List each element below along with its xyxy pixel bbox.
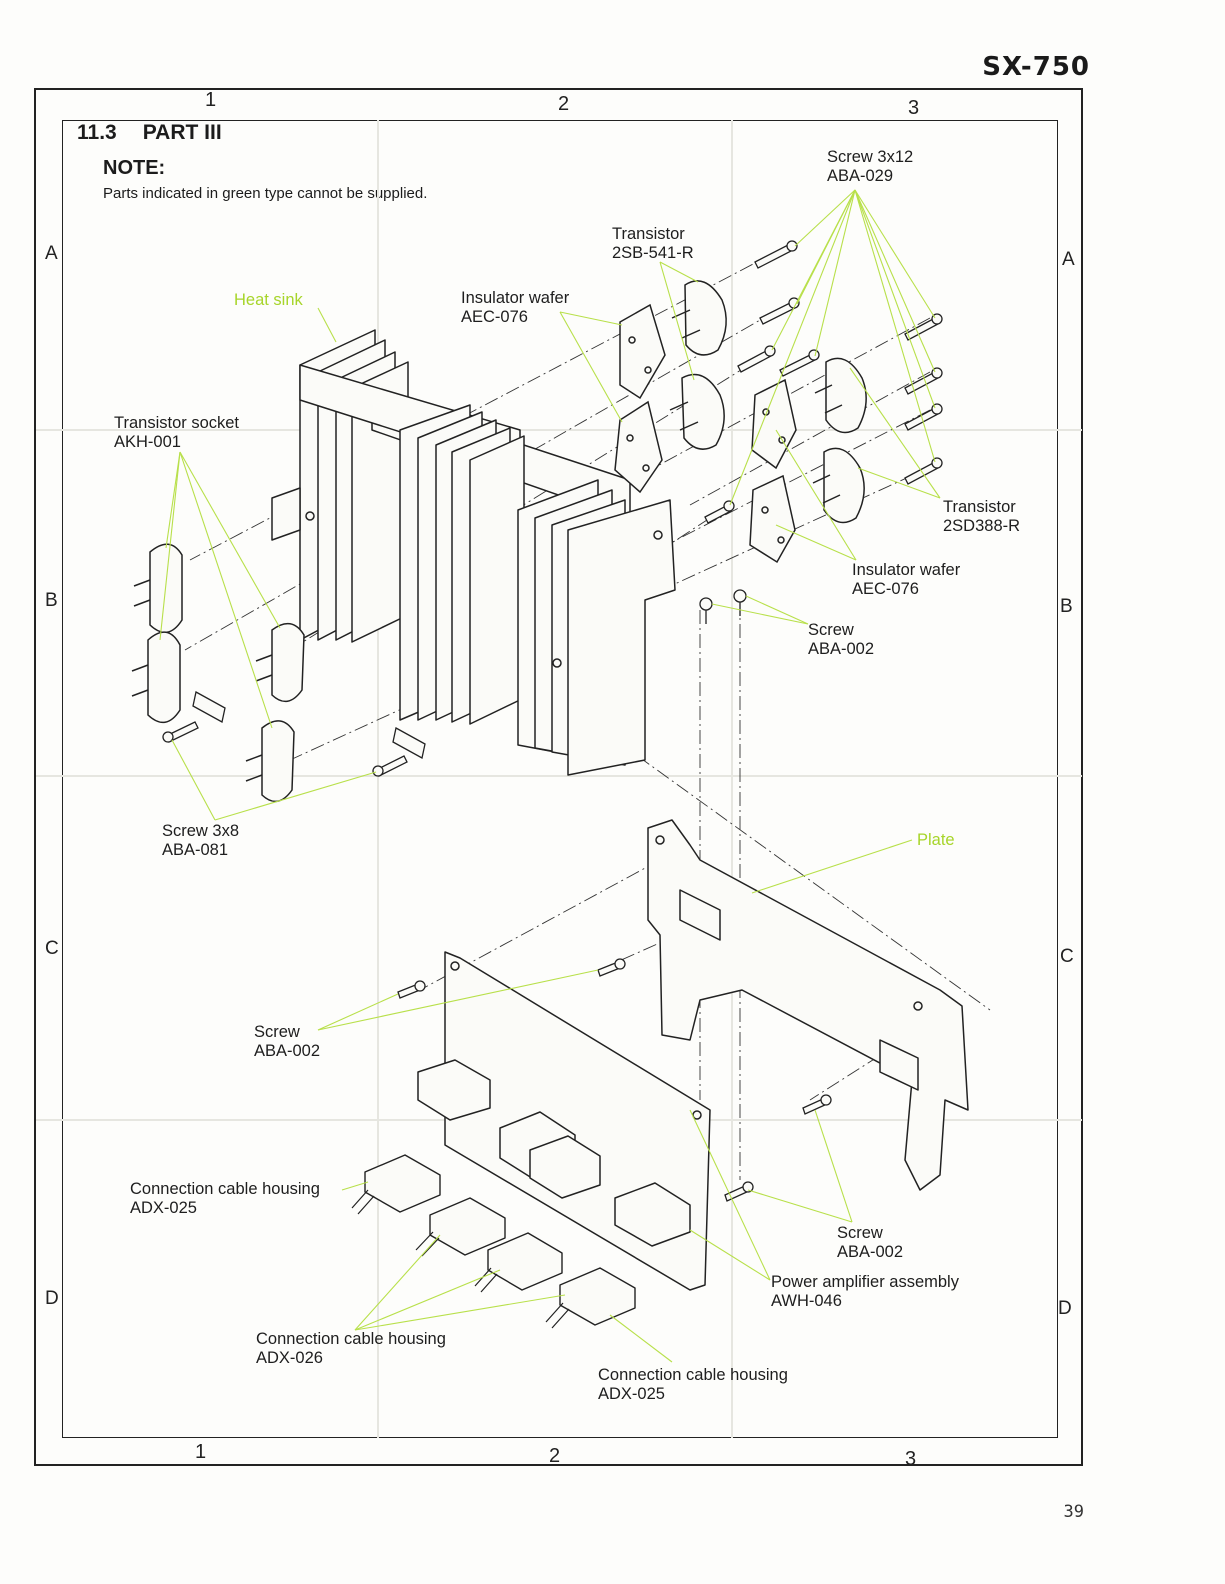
grid-col-top-2: 2 — [558, 93, 570, 115]
label-transistor-2sb: Transistor 2SB-541-R — [612, 225, 694, 263]
label-cable-housing-026-part: ADX-026 — [256, 1349, 323, 1367]
label-transistor-2sd-name: Transistor — [943, 498, 1016, 516]
inner-frame — [62, 120, 1058, 1438]
plate — [647, 819, 969, 1191]
label-screw-b: Screw ABA-002 — [808, 621, 874, 659]
grid-row-left-b: B — [45, 590, 58, 611]
label-transistor-2sd-part: 2SD388-R — [943, 517, 1021, 535]
label-screw-3x8-name: Screw 3x8 — [162, 822, 240, 840]
label-transistor-2sb-name: Transistor — [612, 225, 685, 243]
label-screw-b-part: ABA-002 — [808, 640, 875, 658]
socket-connectors — [162, 691, 426, 777]
label-cable-housing-026-name: Connection cable housing — [256, 1330, 446, 1348]
label-cable-housing-026: Connection cable housing ADX-026 — [256, 1330, 446, 1368]
label-insulator-top-part: AEC-076 — [461, 308, 528, 326]
cable-wires — [351, 1189, 570, 1329]
label-screw-3x12-part: ABA-029 — [827, 167, 894, 185]
screws-aba-002-b — [699, 589, 747, 624]
grid-col-bottom-2: 2 — [549, 1445, 561, 1467]
cable-housings — [364, 1154, 636, 1326]
label-transistor-2sd: Transistor 2SD388-R — [943, 498, 1020, 536]
label-insulator-bottom-part: AEC-076 — [852, 580, 919, 598]
label-screw-3x12: Screw 3x12 ABA-029 — [827, 148, 913, 186]
label-power-amp-part: AWH-046 — [771, 1292, 842, 1310]
grid-row-left-c: C — [45, 938, 59, 959]
label-screw-c-name: Screw — [254, 1023, 300, 1041]
label-screw-c-part: ABA-002 — [254, 1042, 321, 1060]
label-screw-b-name: Screw — [808, 621, 854, 639]
grid-row-right-b: B — [1060, 596, 1073, 617]
label-screw-d-name: Screw — [837, 1224, 883, 1242]
label-screw-3x8-part: ABA-081 — [162, 841, 229, 859]
transistor-sockets — [131, 543, 305, 803]
grid-row-right-d: D — [1058, 1298, 1072, 1319]
grid-row-right-c: C — [1060, 946, 1074, 967]
page-number: 39 — [1063, 1502, 1084, 1522]
note-label: NOTE: — [103, 157, 166, 179]
label-cable-housing-025-left-part: ADX-025 — [130, 1199, 197, 1217]
power-amplifier-board — [417, 951, 711, 1291]
label-transistor-socket-part: AKH-001 — [114, 433, 181, 451]
note-text: Parts indicated in green type cannot be … — [103, 185, 428, 202]
heat-sink — [271, 329, 676, 776]
label-power-amp: Power amplifier assembly AWH-046 — [771, 1273, 959, 1311]
label-plate-name: Plate — [917, 831, 955, 849]
model-number: SX-750 — [982, 52, 1090, 82]
label-insulator-bottom-name: Insulator wafer — [852, 561, 961, 579]
label-screw-d: Screw ABA-002 — [837, 1224, 903, 1262]
insulator-wafers — [614, 303, 797, 564]
grid-row-right-a: A — [1062, 249, 1075, 270]
grid-col-bottom-3: 3 — [905, 1448, 917, 1470]
label-insulator-bottom: Insulator wafer AEC-076 — [852, 561, 960, 599]
label-cable-housing-025-bottom-name: Connection cable housing — [598, 1366, 788, 1384]
label-heat-sink-name: Heat sink — [234, 291, 303, 309]
grid-col-bottom-1: 1 — [195, 1441, 207, 1463]
grid-row-left-a: A — [45, 243, 58, 264]
label-transistor-2sb-part: 2SB-541-R — [612, 244, 694, 262]
label-cable-housing-025-bottom: Connection cable housing ADX-025 — [598, 1366, 788, 1404]
label-screw-3x8: Screw 3x8 ABA-081 — [162, 822, 239, 860]
label-plate: Plate — [917, 831, 955, 850]
leader-lines — [159, 189, 941, 1363]
label-insulator-top-name: Insulator wafer — [461, 289, 570, 307]
power-transistors — [669, 280, 867, 524]
label-screw-3x12-name: Screw 3x12 — [827, 148, 914, 166]
label-cable-housing-025-left: Connection cable housing ADX-025 — [130, 1180, 320, 1218]
label-heat-sink: Heat sink — [234, 291, 303, 310]
grid-col-top-3: 3 — [908, 97, 920, 119]
grid-col-top-1: 1 — [205, 89, 217, 111]
label-transistor-socket: Transistor socket AKH-001 — [114, 414, 239, 452]
label-cable-housing-025-bottom-part: ADX-025 — [598, 1385, 665, 1403]
section-title: 11.3 PART III — [77, 121, 222, 145]
label-transistor-socket-name: Transistor socket — [114, 414, 240, 432]
section-name: PART III — [142, 121, 222, 144]
screws-plate — [397, 958, 832, 1202]
label-cable-housing-025-left-name: Connection cable housing — [130, 1180, 320, 1198]
grid-row-left-d: D — [45, 1288, 59, 1309]
label-screw-c: Screw ABA-002 — [254, 1023, 320, 1061]
section-number: 11.3 — [77, 121, 117, 144]
label-power-amp-name: Power amplifier assembly — [771, 1273, 959, 1291]
label-insulator-top: Insulator wafer AEC-076 — [461, 289, 569, 327]
label-screw-d-part: ABA-002 — [837, 1243, 904, 1261]
